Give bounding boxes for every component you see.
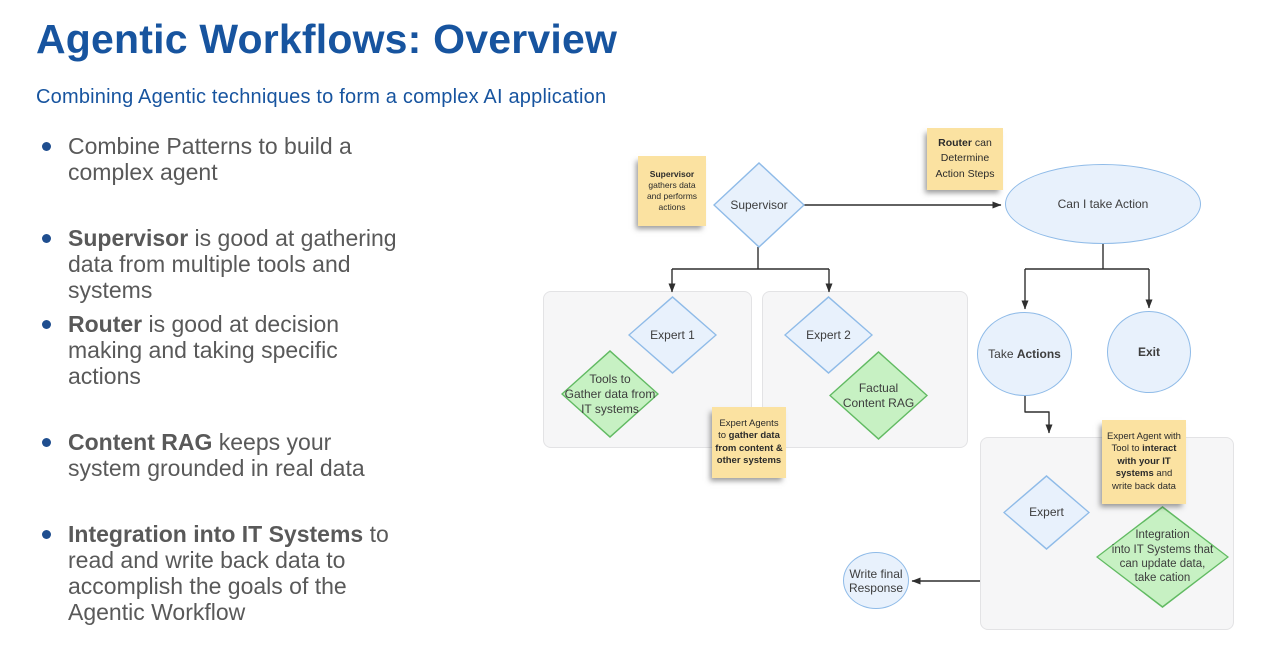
bullet-text: Integration into IT Systems to read and … — [68, 521, 405, 625]
sticky-bold: Supervisor — [649, 168, 695, 179]
sticky-bold: interact with your IT systems — [1115, 443, 1177, 480]
factual-content-rag-node: Factual Content RAG — [829, 351, 928, 440]
page-title: Agentic Workflows: Overview — [36, 16, 618, 62]
bullet-text: Combine Patterns to build a complex agen… — [68, 133, 405, 185]
sticky-pre: Expert Agents to — [718, 417, 779, 442]
expert1-label: Expert 1 — [650, 327, 695, 342]
bullet-rest: to read and write back data to accomplis… — [68, 521, 389, 625]
integration-it-systems-node: Integration into IT Systems that can upd… — [1096, 506, 1229, 608]
bullet-text: Router is good at decision making and ta… — [68, 311, 405, 389]
expert-agents-sticky-text: Expert Agents to gather data from conten… — [715, 418, 783, 467]
router-sticky-note: Router can Determine Action Steps — [927, 128, 1003, 190]
expert-tool-sticky-note: Expert Agent with Tool to interact with … — [1102, 420, 1186, 504]
bullet-rest: is good at decision making and taking sp… — [68, 311, 340, 389]
bullet-bold: Router — [68, 311, 143, 337]
supervisor-sticky-note: Supervisor gathers data and performs act… — [638, 156, 706, 226]
sticky-bold: gather data from content & other systems — [715, 430, 783, 466]
bullet-item: Combine Patterns to build a complex agen… — [40, 133, 405, 185]
bullet-dot-icon — [42, 320, 51, 329]
bullet-item: Content RAG keeps your system grounded i… — [40, 429, 405, 481]
bullet-rest: Combine Patterns to build a complex agen… — [68, 133, 352, 185]
tools-gather-label: Tools to Gather data from IT systems — [564, 371, 656, 416]
bullet-bold: Supervisor — [68, 225, 189, 251]
expert2-node: Expert 2 — [784, 296, 873, 374]
take-actions-node: Take Actions — [977, 312, 1072, 396]
can-i-take-action-label: Can I take Action — [1057, 197, 1149, 211]
bullet-dot-icon — [42, 142, 51, 151]
bullet-text: Content RAG keeps your system grounded i… — [68, 429, 405, 481]
bullet-list: Combine Patterns to build a complex agen… — [40, 133, 405, 625]
sticky-post: can Determine Action Steps — [935, 137, 995, 180]
integration-it-systems-label: Integration into IT Systems that can upd… — [1111, 529, 1214, 585]
bullet-item: Router is good at decision making and ta… — [40, 311, 405, 389]
take-actions-label: Take Actions — [988, 347, 1061, 361]
expert-action-label: Expert — [1029, 505, 1064, 519]
can-i-take-action-node: Can I take Action — [1005, 164, 1201, 244]
bullet-dot-icon — [42, 438, 51, 447]
factual-content-rag-label: Factual Content RAG — [842, 380, 915, 410]
bullet-bold: Content RAG — [68, 429, 213, 455]
exit-label: Exit — [1137, 345, 1160, 359]
tools-gather-node: Tools to Gather data from IT systems — [561, 350, 659, 438]
sticky-post: gathers data and performs actions — [646, 179, 698, 213]
supervisor-label: Supervisor — [730, 197, 788, 212]
supervisor-node: Supervisor — [713, 162, 805, 248]
bullet-dot-icon — [42, 530, 51, 539]
bullet-text: Supervisor is good at gathering data fro… — [68, 225, 405, 303]
bullet-dot-icon — [42, 234, 51, 243]
sticky-pre: Expert Agent with Tool to — [1107, 431, 1181, 455]
router-sticky-text: Router can Determine Action Steps — [930, 136, 1000, 182]
expert-agents-sticky-note: Expert Agents to gather data from conten… — [712, 407, 786, 478]
bullet-rest: is good at gathering data from multiple … — [68, 225, 397, 303]
expert2-label: Expert 2 — [806, 327, 851, 342]
bullet-bold: Integration into IT Systems — [68, 521, 364, 547]
page-subtitle: Combining Agentic techniques to form a c… — [36, 86, 607, 108]
expert-action-node: Expert — [1003, 475, 1090, 550]
exit-node: Exit — [1107, 311, 1191, 393]
sticky-post: and write back data — [1112, 468, 1176, 492]
bullet-item: Supervisor is good at gathering data fro… — [40, 225, 405, 303]
expert-tool-sticky-text: Expert Agent with Tool to interact with … — [1105, 431, 1183, 493]
take-actions-pre: Take — [988, 347, 1017, 361]
expert1-node: Expert 1 — [628, 296, 717, 374]
supervisor-sticky-text: Supervisor gathers data and performs act… — [641, 169, 703, 213]
bullet-item: Integration into IT Systems to read and … — [40, 521, 405, 625]
take-actions-bold: Actions — [1016, 347, 1061, 361]
bullet-rest: keeps your system grounded in real data — [68, 429, 365, 481]
sticky-bold: Router — [938, 137, 972, 150]
arrow-take-actions-to-expert-group — [1024, 396, 1053, 434]
write-final-response-label: Write final Response — [848, 566, 904, 595]
write-final-response-node: Write final Response — [843, 552, 909, 609]
